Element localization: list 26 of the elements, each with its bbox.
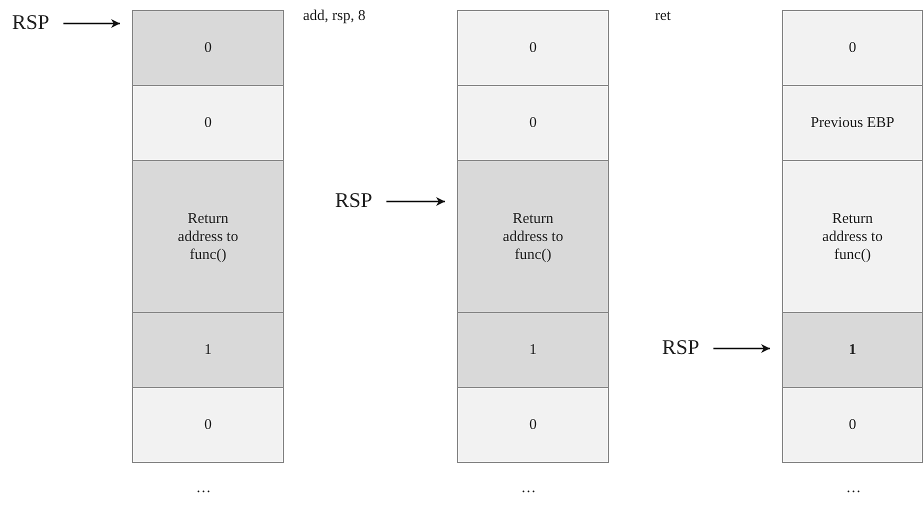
pointer-label: RSP [662,335,700,360]
stack-slot: 0 [132,387,284,463]
stack-slot: 0 [782,10,923,86]
stack-slot: Return address to func() [457,160,609,313]
stack-slot: 0 [132,10,284,86]
stack-slot: Return address to func() [132,160,284,313]
stack-slot: 1 [782,312,923,388]
stack-slot: 0 [782,387,923,463]
stack-slot: 0 [457,10,609,86]
instruction-label: add, rsp, 8 [303,8,366,25]
pointer-label: RSP [335,188,372,213]
pointer-arrow [63,19,120,28]
stack-slot: 1 [132,312,284,388]
continuation-dots: … [196,480,211,497]
pointer-arrow [386,197,445,206]
continuation-dots: … [846,480,861,497]
stack-slot: 0 [457,387,609,463]
pointer-label: RSP [12,10,50,35]
stack-slot: 1 [457,312,609,388]
pointer-arrow [713,344,770,353]
stack-slot: Previous EBP [782,85,923,161]
stack-slot: 0 [457,85,609,161]
instruction-label: ret [655,8,671,25]
continuation-dots: … [521,480,536,497]
stack-slot: 0 [132,85,284,161]
stack-slot: Return address to func() [782,160,923,313]
